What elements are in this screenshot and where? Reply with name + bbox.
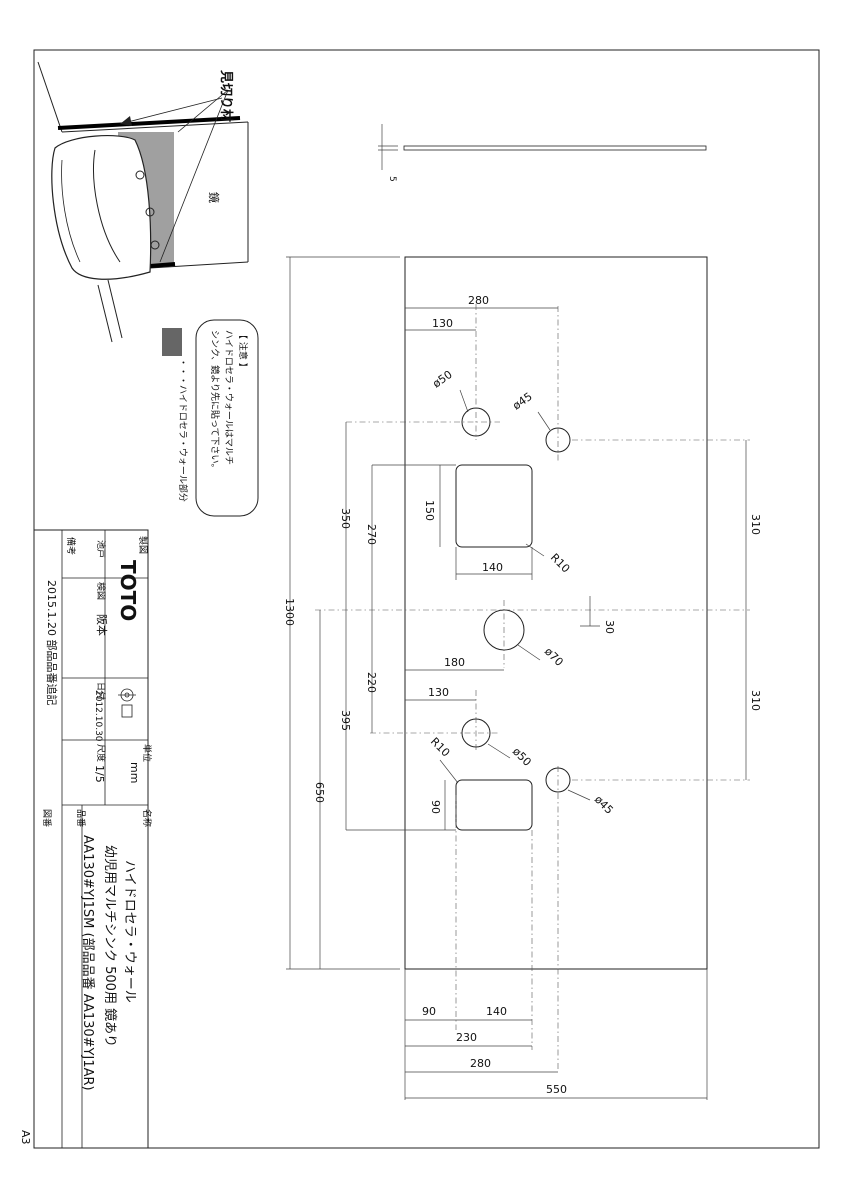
dim-550: 550: [546, 1083, 567, 1096]
dim-d45-bottom: ø45: [592, 793, 616, 817]
dim-280-bottom: 280: [470, 1057, 491, 1070]
name-line1: ハイドロセラ・ウォール: [122, 860, 137, 1003]
center-lines: [315, 304, 750, 1070]
dim-280-top: 280: [468, 294, 489, 307]
drawn-by: 池戸: [95, 540, 107, 558]
name-line2: 幼児用マルチシンク 500用 鏡あり: [102, 845, 117, 1047]
dim-d70: ø70: [542, 645, 566, 669]
caution-line2: シンク、鏡より先に貼って下さい。: [209, 330, 221, 473]
caution-line1: ハイドロセラ・ウォールはマルチ: [223, 330, 234, 465]
legend-swatch: [162, 328, 182, 356]
dim-310-lower: 310: [749, 690, 762, 711]
dim-395: 395: [339, 710, 352, 731]
wall-panel-outline: [404, 256, 708, 970]
dim-650: 650: [313, 782, 326, 803]
dim-d50-top: ø50: [430, 368, 454, 391]
dim-r10-top: R10: [548, 551, 572, 575]
dim-90-vertical: 90: [429, 800, 442, 814]
remarks-label: 備考: [65, 537, 77, 555]
dim-d45-top: ø45: [510, 390, 534, 413]
dim-30: 30: [603, 620, 616, 634]
dim-r10-bottom: R10: [428, 735, 452, 759]
date-value: 2012.10.30: [93, 690, 103, 742]
unit-value: mm: [128, 762, 141, 783]
dim-d50-bottom: ø50: [510, 745, 534, 769]
name-label: 名称: [141, 809, 153, 827]
dim-90-bottom: 90: [422, 1005, 436, 1018]
checked-label: 検図: [95, 582, 107, 600]
title-block: 備考 2015.1.20 部品品番追記 製図 池戸 TOTO 検図 阪本 日付 …: [33, 529, 153, 1149]
product-no-label: 品番: [75, 809, 87, 827]
dim-150: 150: [423, 500, 436, 521]
caution-title: 【 注意 】: [237, 330, 249, 372]
legend-text: ・・・ハイドロセラ・ウォール部分: [177, 358, 189, 502]
dim-140-bottom: 140: [486, 1005, 507, 1018]
rect-opening-bottom: [455, 779, 533, 831]
dim-thickness: 5: [387, 176, 397, 182]
dim-180: 180: [444, 656, 465, 669]
remark-text: 2015.1.20 部品品番追記: [45, 580, 59, 705]
unit-label: 単位: [141, 744, 153, 762]
dim-310-upper: 310: [749, 514, 762, 535]
projection-symbol-icon: [118, 688, 136, 718]
toto-logo: TOTO: [116, 560, 140, 621]
trim-label: 見切り材: [218, 69, 234, 122]
scale-value: 1/5: [93, 765, 106, 783]
dim-350: 350: [339, 508, 352, 529]
checked-by: 阪本: [95, 614, 109, 636]
product-no: AA130#YJ1SM (部品品番 AA130#YJ1AR): [80, 835, 95, 1091]
caution-box: [195, 319, 259, 517]
dim-140-top: 140: [482, 561, 503, 574]
date-label: 日付: [95, 682, 106, 700]
scale-label: 尺度: [95, 744, 107, 762]
dim-220: 220: [365, 672, 378, 693]
dim-130-top: 130: [432, 317, 453, 330]
drawn-label: 製図: [137, 536, 149, 554]
dim-270: 270: [365, 524, 378, 545]
rect-opening-top: [455, 464, 533, 548]
dim-1300: 1300: [283, 598, 296, 626]
drawing-no-label: 図番: [41, 809, 53, 827]
sink-body: [51, 135, 152, 280]
mirror-label: 鏡: [207, 192, 221, 203]
side-view: [378, 124, 707, 170]
dimension-lines: [286, 256, 747, 1100]
dim-130-bottom: 130: [428, 686, 449, 699]
dim-230: 230: [456, 1031, 477, 1044]
isometric-sketch: [37, 61, 249, 343]
sheet-size: A3: [19, 1130, 32, 1145]
